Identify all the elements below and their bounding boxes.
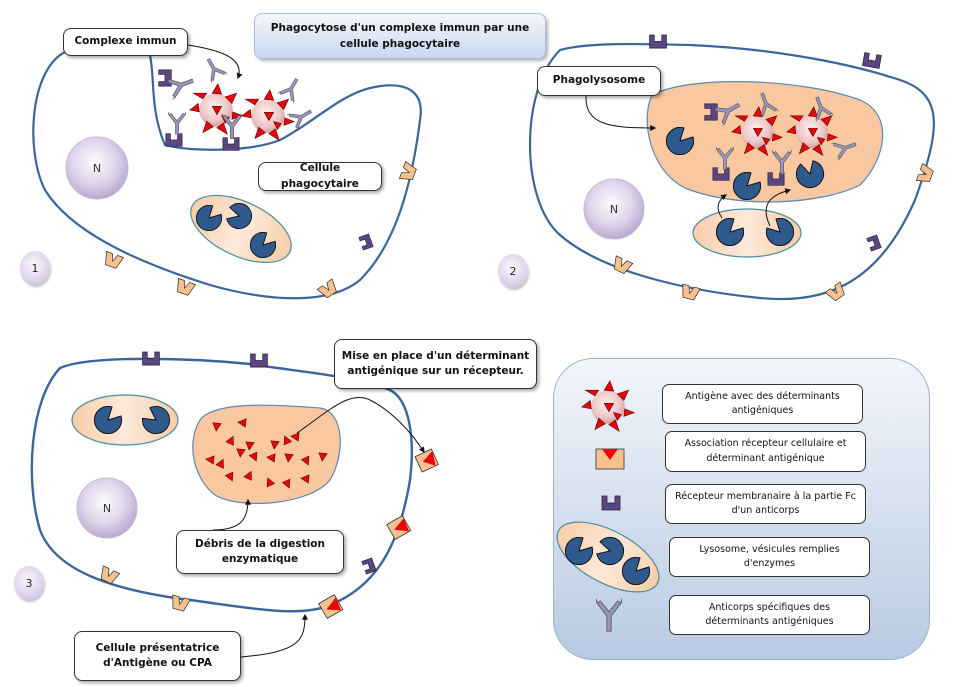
receptor-determinant-icon xyxy=(414,448,440,473)
fc-receptor-icon xyxy=(165,133,183,147)
antibody-icon xyxy=(200,54,228,84)
cell-receptor-icon xyxy=(101,251,124,270)
label-apc: Cellule présentatrice d'Antigène ou CPA xyxy=(74,631,241,681)
receptor-determinant-icon xyxy=(595,448,625,470)
nucleus-label: N xyxy=(103,502,111,515)
antibody-icon xyxy=(596,597,622,633)
receptor-determinant-icon xyxy=(318,594,344,619)
fc-receptor-icon xyxy=(158,69,172,87)
fc-receptor-icon xyxy=(601,495,621,511)
fc-receptor-icon xyxy=(142,351,160,366)
arrow-phagolysosome xyxy=(585,95,657,131)
phagocyte-membrane xyxy=(32,50,422,300)
antigen-icon xyxy=(189,83,243,135)
legend-item-receptor-determinant: Association récepteur cellulaire et déte… xyxy=(665,431,866,472)
antigen-icon xyxy=(241,89,295,141)
receptor-determinant-icon xyxy=(386,515,412,540)
panel-1: N xyxy=(32,44,422,301)
arrow-apc xyxy=(240,613,308,658)
legend-panel: Antigène avec des déterminants antigéniq… xyxy=(553,358,930,660)
legend-item-fc-receptor: Récepteur membranaire à la partie Fc d'u… xyxy=(665,484,866,524)
nucleus xyxy=(76,477,138,539)
arrow-lysosome-fusion xyxy=(765,188,792,227)
digestion-vacuole xyxy=(192,404,341,504)
fc-receptor-icon xyxy=(250,353,268,368)
step-badge-3: 3 xyxy=(14,566,44,600)
nucleus xyxy=(65,136,129,200)
cell-receptor-icon xyxy=(173,278,196,297)
legend-icons xyxy=(556,380,660,633)
arrow-presentation xyxy=(296,396,425,454)
lysosome xyxy=(692,208,802,258)
antibody-icon xyxy=(277,74,305,104)
label-phagolysosome: Phagolysosome xyxy=(537,66,661,96)
fc-receptor-icon xyxy=(222,137,240,151)
antibody-icon xyxy=(168,111,186,135)
diagram-title: Phagocytose d'un complexe immun par une … xyxy=(254,13,546,59)
panel-2: N xyxy=(529,34,935,304)
label-presentation: Mise en place d'un déterminant antigéniq… xyxy=(334,339,537,389)
label-immune-complex: Complexe immun xyxy=(63,28,188,56)
arrow-lysosome-fusion xyxy=(717,194,728,219)
legend-item-lysosome: Lysosome, vésicules remplies d'enzymes xyxy=(669,537,870,577)
step-badge-1: 1 xyxy=(20,251,50,285)
label-debris: Débris de la digestion enzymatique xyxy=(176,530,344,574)
lysosome-icon xyxy=(556,521,660,593)
label-phagocyte: Cellule phagocytaire xyxy=(258,162,382,191)
nucleus xyxy=(583,178,645,240)
step-badge-2: 2 xyxy=(498,254,528,288)
fc-receptor-icon xyxy=(649,34,667,49)
fc-receptor-icon xyxy=(862,52,882,69)
legend-item-antibody: Anticorps spécifiques des déterminants a… xyxy=(669,595,870,635)
nucleus-label: N xyxy=(610,203,618,216)
panel-3: N xyxy=(30,351,440,658)
arrow-debris xyxy=(212,498,251,531)
legend-item-antigen: Antigène avec des déterminants antigéniq… xyxy=(662,384,863,424)
antigen-icon xyxy=(581,380,635,432)
arrow-immune-complex xyxy=(187,44,243,80)
nucleus-label: N xyxy=(93,162,101,175)
